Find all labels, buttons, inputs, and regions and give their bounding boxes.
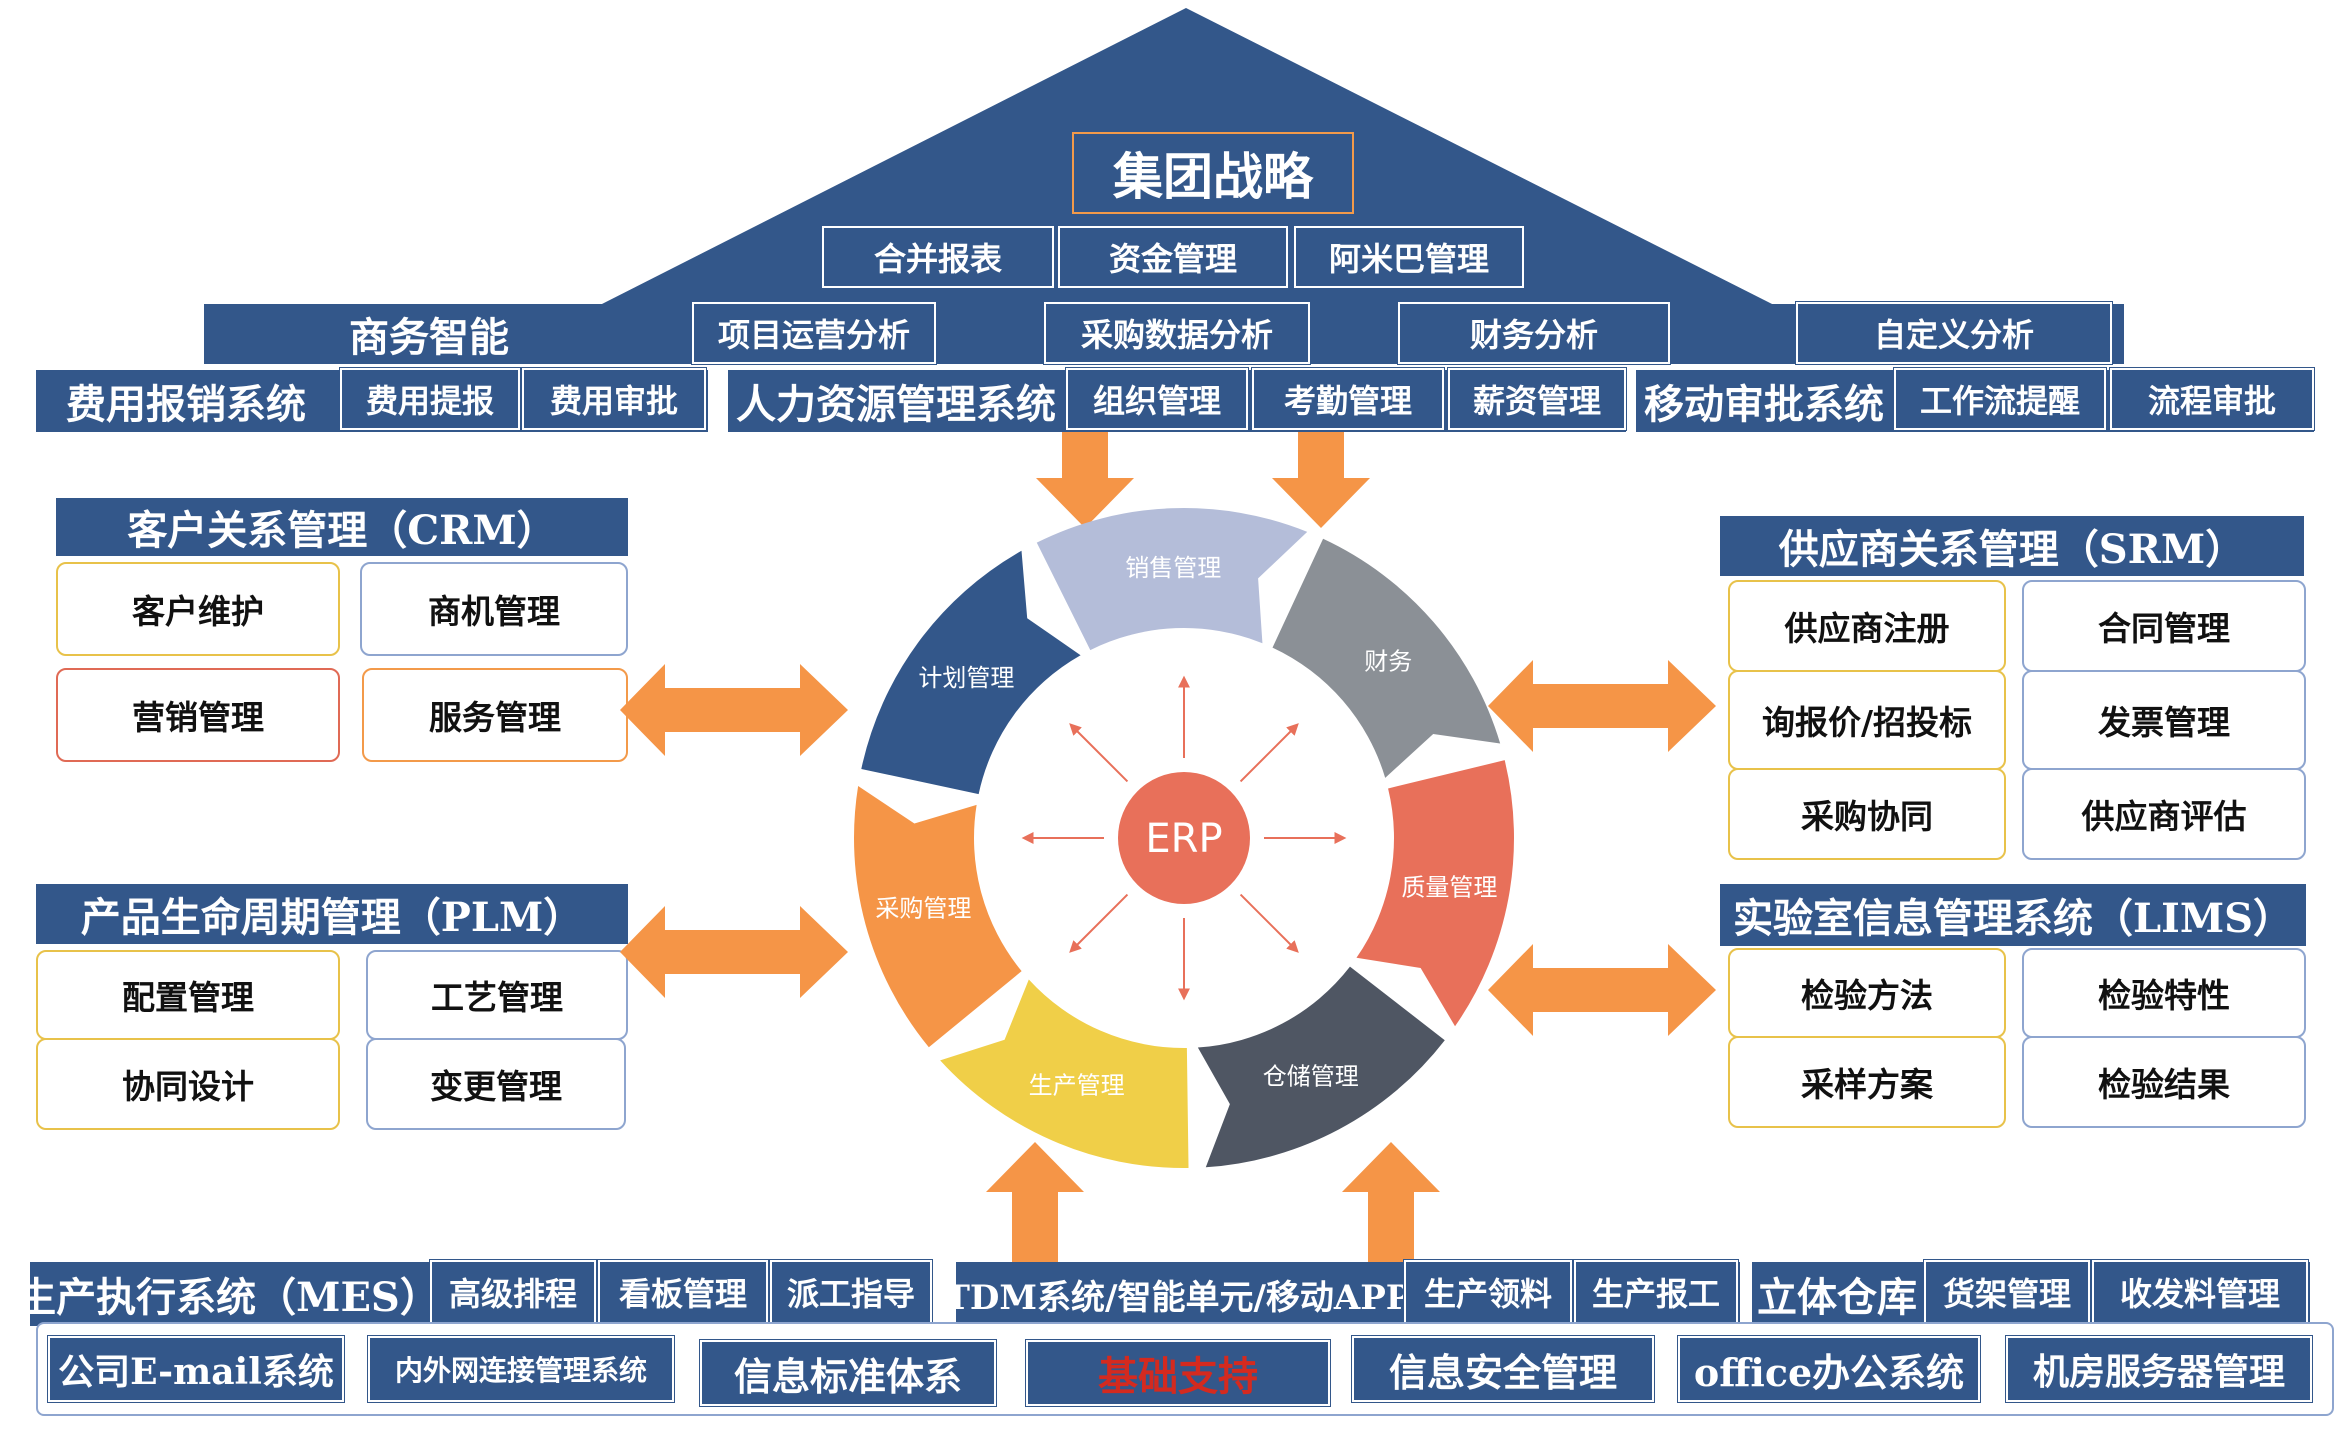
expense-approval-box[interactable]: 费用审批 (521, 367, 707, 431)
basic-support-box: 基础支持 (1025, 1339, 1331, 1407)
configuration-management-card[interactable]: 配置管理 (36, 950, 340, 1040)
arrow-down-left (1036, 432, 1134, 528)
arrow-bidir-plm (620, 906, 848, 998)
process-approval-box[interactable]: 流程审批 (2109, 367, 2315, 431)
ring-segment-quality[interactable] (1356, 760, 1515, 1027)
info-security-box[interactable]: 信息安全管理 (1351, 1335, 1655, 1403)
ring-label-production: 生产管理 (1029, 1072, 1125, 1100)
salary-management-box[interactable]: 薪资管理 (1447, 367, 1627, 431)
production-report-box[interactable]: 生产报工 (1573, 1259, 1739, 1325)
process-management-card[interactable]: 工艺管理 (366, 950, 628, 1040)
change-management-card[interactable]: 变更管理 (366, 1038, 626, 1130)
office-system-box[interactable]: office办公系统 (1677, 1335, 1981, 1403)
ring-segment-production[interactable] (940, 979, 1189, 1168)
fund-management-box[interactable]: 资金管理 (1057, 225, 1289, 289)
ring-label-sales: 销售管理 (1125, 554, 1221, 582)
intranet-extranet-box[interactable]: 内外网连接管理系统 (367, 1335, 675, 1403)
advanced-scheduling-box[interactable]: 高级排程 (429, 1259, 597, 1325)
arrow-down-right (1272, 432, 1370, 528)
ring-label-quality: 质量管理 (1401, 874, 1497, 902)
collaborative-design-card[interactable]: 协同设计 (36, 1038, 340, 1130)
customer-maintenance-card[interactable]: 客户维护 (56, 562, 340, 656)
attendance-management-box[interactable]: 考勤管理 (1251, 367, 1445, 431)
erp-ray (1069, 893, 1129, 953)
production-material-box[interactable]: 生产领料 (1403, 1259, 1573, 1325)
supplier-registration-card[interactable]: 供应商注册 (1728, 580, 2006, 672)
shelf-management-box[interactable]: 货架管理 (1923, 1259, 2091, 1325)
erp-center-label: ERP (1145, 816, 1222, 862)
arrow-bidir-crm (620, 664, 848, 756)
mes-label: 生产执行系统（MES） (16, 1274, 440, 1321)
procurement-data-analysis-box[interactable]: 采购数据分析 (1043, 301, 1311, 365)
dispatch-guidance-box[interactable]: 派工指导 (769, 1259, 933, 1325)
ring-segment-sales[interactable] (1036, 507, 1308, 651)
tdm-label: TDM系统/智能单元/移动APP (944, 1277, 1412, 1318)
ring-segment-planning[interactable] (861, 550, 1081, 795)
workflow-reminder-box[interactable]: 工作流提醒 (1893, 367, 2107, 431)
erp-ray (1239, 893, 1299, 953)
plm-title: 产品生命周期管理（PLM） (36, 884, 628, 944)
ring-label-finance: 财务 (1364, 647, 1412, 675)
erp-rays (1021, 675, 1347, 1001)
inspection-result-card[interactable]: 检验结果 (2022, 1036, 2306, 1128)
ring-segment-warehouse[interactable] (1197, 966, 1445, 1168)
business-intelligence-label: 商务智能 (349, 314, 509, 361)
erp-ray (1069, 723, 1129, 783)
arrow-up-left (986, 1142, 1084, 1262)
ring-label-procurement: 采购管理 (875, 895, 971, 923)
receiving-issuing-box[interactable]: 收发料管理 (2091, 1259, 2309, 1325)
arrow-bidir-srm (1488, 660, 1716, 752)
invoice-management-card[interactable]: 发票管理 (2022, 670, 2306, 770)
lims-title: 实验室信息管理系统（LIMS） (1720, 884, 2306, 946)
expense-submit-box[interactable]: 费用提报 (339, 367, 521, 431)
amoeba-management-box[interactable]: 阿米巴管理 (1293, 225, 1525, 289)
hr-system-label: 人力资源管理系统 (736, 381, 1056, 428)
service-management-card[interactable]: 服务管理 (362, 668, 628, 762)
mobile-approval-label: 移动审批系统 (1644, 381, 1884, 428)
ring-segment-finance[interactable] (1272, 538, 1501, 778)
ring-label-warehouse: 仓储管理 (1263, 1062, 1359, 1090)
crm-title: 客户关系管理（CRM） (56, 498, 628, 556)
erp-center-circle (1118, 772, 1250, 904)
server-room-box[interactable]: 机房服务器管理 (2005, 1335, 2313, 1403)
srm-title: 供应商关系管理（SRM） (1720, 516, 2304, 576)
warehouse-label: 立体仓库 (1757, 1274, 1917, 1321)
opportunity-management-card[interactable]: 商机管理 (360, 562, 628, 656)
ring-segment-procurement[interactable] (854, 785, 1022, 1048)
erp-ray (1239, 723, 1299, 783)
ring-label-planning: 计划管理 (918, 664, 1014, 692)
custom-analysis-box[interactable]: 自定义分析 (1795, 301, 2113, 365)
group-strategy-title: 集团战略 (1072, 132, 1354, 214)
arrow-up-right (1342, 1142, 1440, 1262)
financial-analysis-box[interactable]: 财务分析 (1397, 301, 1671, 365)
consolidated-statements-box[interactable]: 合并报表 (821, 225, 1055, 289)
marketing-management-card[interactable]: 营销管理 (56, 668, 340, 762)
organization-management-box[interactable]: 组织管理 (1065, 367, 1249, 431)
company-email-box[interactable]: 公司E-mail系统 (47, 1335, 345, 1403)
inspection-method-card[interactable]: 检验方法 (1728, 948, 2006, 1038)
info-standard-box[interactable]: 信息标准体系 (699, 1339, 997, 1407)
project-operation-analysis-box[interactable]: 项目运营分析 (691, 301, 937, 365)
expense-system-label: 费用报销系统 (66, 381, 306, 428)
sampling-plan-card[interactable]: 采样方案 (1728, 1036, 2006, 1128)
arrow-bidir-lims (1488, 944, 1716, 1036)
procurement-collaboration-card[interactable]: 采购协同 (1728, 768, 2006, 860)
supplier-evaluation-card[interactable]: 供应商评估 (2022, 768, 2306, 860)
kanban-management-box[interactable]: 看板管理 (597, 1259, 769, 1325)
